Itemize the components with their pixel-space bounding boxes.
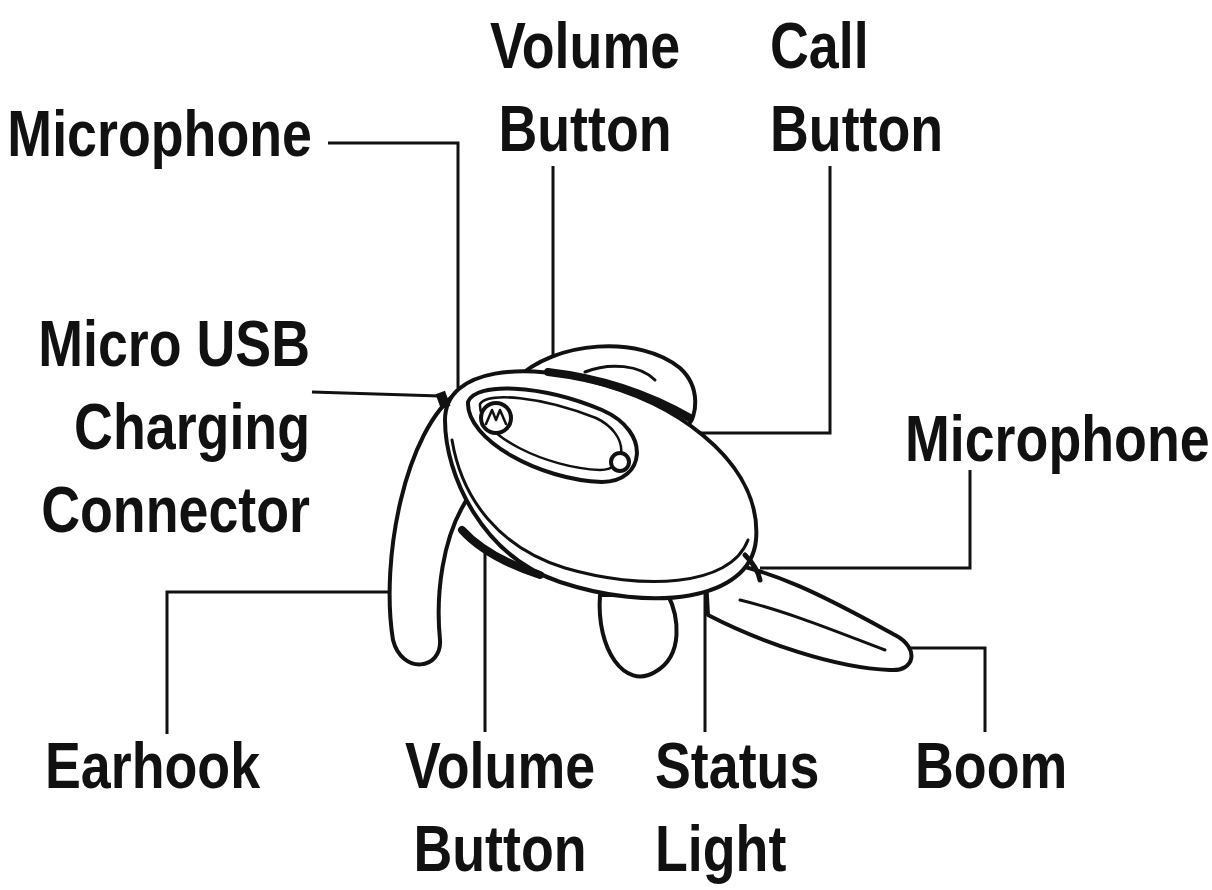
part-label: Boom — [915, 725, 1133, 808]
usb-connector — [436, 391, 451, 409]
boom-detail — [740, 600, 885, 650]
logo — [481, 403, 511, 433]
leader-line — [167, 592, 388, 734]
part-label: Volume Button — [476, 5, 694, 171]
leader-line — [552, 166, 555, 372]
part-label: Earhook — [45, 725, 347, 808]
status-light — [611, 453, 629, 471]
leader-line — [328, 143, 458, 388]
part-label: Micro USB Charging Connector — [24, 303, 310, 552]
part-label: Call Button — [770, 5, 988, 171]
volume-button — [462, 530, 540, 575]
call-button-rim — [480, 397, 621, 470]
part-label: Status Light — [655, 725, 873, 890]
part-label: Microphone — [0, 93, 312, 176]
leader-line — [908, 648, 985, 732]
call-button — [468, 389, 637, 482]
leader-line — [760, 470, 970, 568]
volume-button — [548, 372, 690, 418]
leader-line — [484, 548, 487, 732]
logo-mark — [486, 410, 506, 424]
part-label: Microphone — [905, 398, 1212, 481]
ear-bud — [600, 595, 677, 676]
part-label: Volume Button — [391, 725, 609, 890]
leader-line — [312, 392, 440, 396]
headset-body — [445, 371, 756, 598]
microphone-port — [745, 555, 760, 580]
